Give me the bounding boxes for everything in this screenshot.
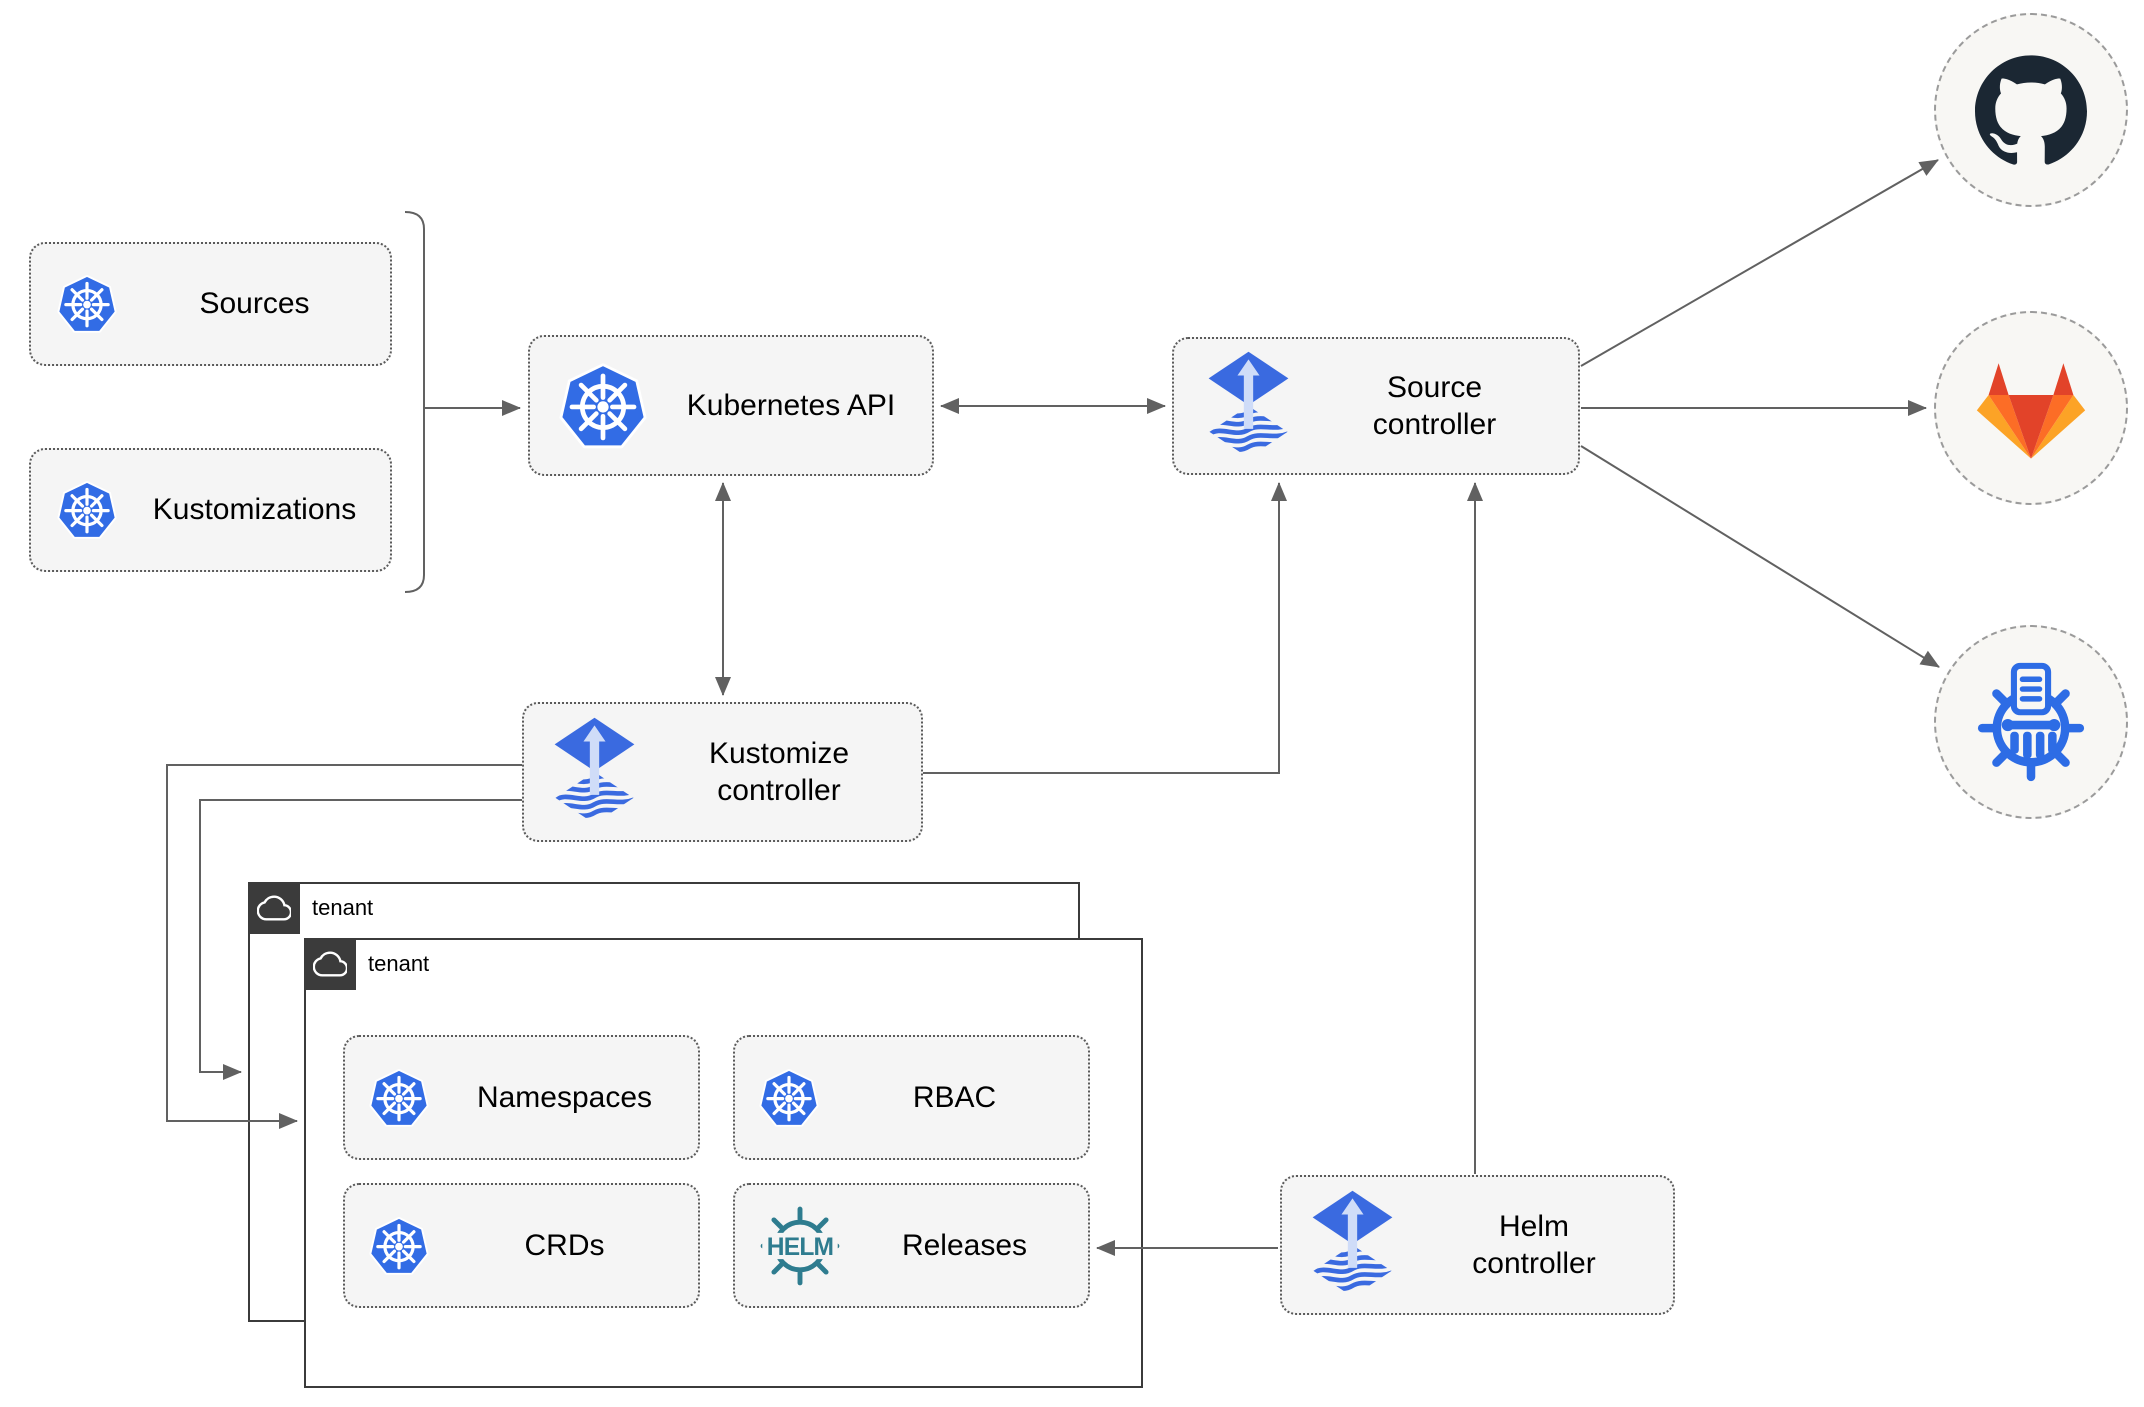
kubernetes-icon [757,1066,821,1130]
edge-source-controller-to-registry [1580,445,1940,668]
cloud-icon [257,891,291,925]
flux-icon [1310,1189,1395,1301]
source-controller-node: Source controller [1172,337,1580,475]
flux-icon [552,716,637,828]
github-icon [1975,54,2087,166]
github-node [1934,13,2128,207]
helm-wheel-text: HELM [767,1234,833,1261]
kubernetes-api-node: Kubernetes API [528,335,934,476]
kustomize-controller-label: Kustomize controller [708,736,850,808]
helm-icon: HELM [759,1205,841,1287]
tenant-outer-label: tenant [312,895,374,920]
edge-kustomize-controller-to-source-controller [923,482,1287,774]
rbac-node: RBAC [733,1035,1090,1160]
flux-icon [1206,350,1291,462]
helm-controller-node: Helm controller [1280,1175,1675,1315]
rbac-label: RBAC [912,1080,997,1114]
kustomizations-node: Kustomizations [29,448,392,572]
kubernetes-icon [367,1066,431,1130]
kustomize-controller-node: Kustomize controller [522,702,923,842]
gitlab-node [1934,311,2128,505]
helm-controller-label: Helm controller [1472,1209,1596,1281]
tenant-box-inner: tenant [304,938,1143,1388]
gitlab-icon [1972,355,2090,461]
releases-node: HELM Releases [733,1183,1090,1308]
crds-label: CRDs [524,1228,605,1262]
releases-label: Releases [901,1228,1028,1262]
kustomizations-label: Kustomizations [152,493,357,527]
tenant-inner-label: tenant [368,951,430,976]
kubernetes-icon [55,478,119,542]
grouping-brace [404,211,425,593]
source-controller-label: Source controller [1372,370,1497,442]
kubernetes-icon [55,272,119,336]
namespaces-node: Namespaces [343,1035,700,1160]
kubernetes-icon [556,359,650,453]
registry-node [1934,625,2128,819]
tenant-inner-tab [304,938,356,990]
crds-node: CRDs [343,1183,700,1308]
cloud-icon [313,947,347,981]
namespaces-label: Namespaces [476,1080,653,1114]
tenant-outer-tab [248,882,300,934]
edge-source-controller-to-github [1580,159,1939,367]
sources-node: Sources [29,242,392,366]
manifest-registry-icon [1970,661,2092,783]
kubernetes-api-label: Kubernetes API [686,388,896,422]
kubernetes-icon [367,1214,431,1278]
sources-label: Sources [199,287,310,321]
